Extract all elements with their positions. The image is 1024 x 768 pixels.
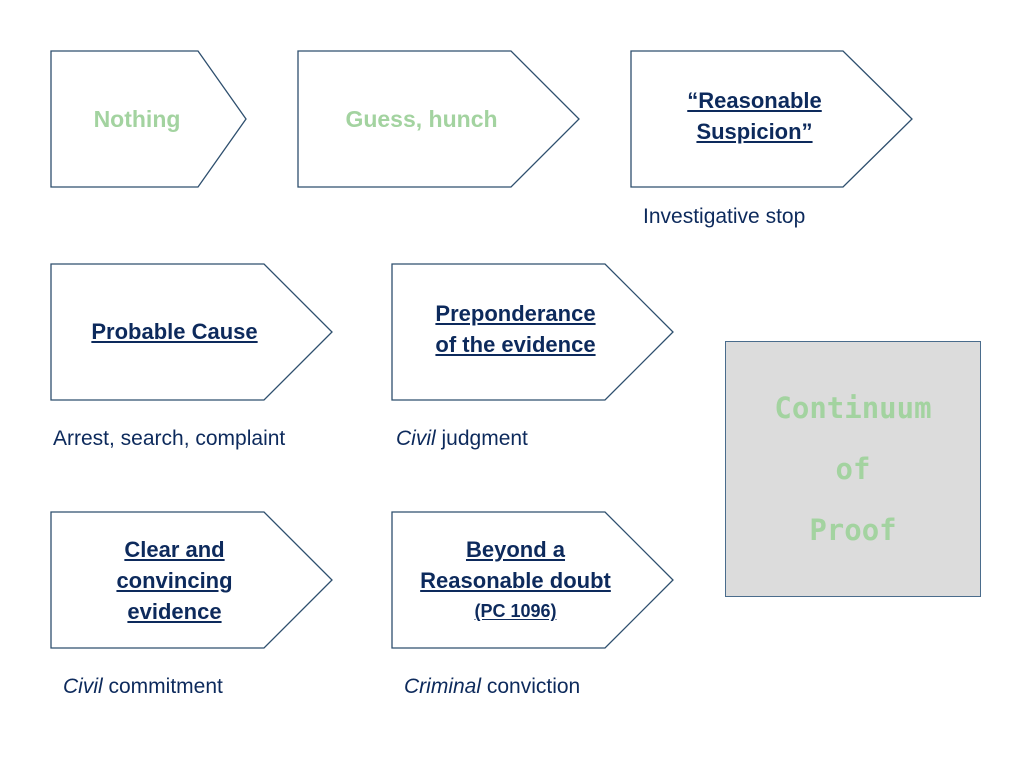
stage-reasonable-suspicion-line-2: Suspicion” — [696, 119, 813, 144]
stage-reasonable-suspicion-line-1: “Reasonable — [687, 88, 822, 113]
stage-clear-convincing-line-1: Clear and — [124, 536, 225, 562]
stage-beyond-doubt-line-2: Reasonable doubt — [420, 568, 611, 593]
chevron-nothing — [50, 50, 247, 188]
caption-preponderance: Civil judgment — [396, 427, 528, 451]
caption-beyond-doubt-italic: Criminal — [404, 675, 482, 698]
stage-label-beyond-doubt: Beyond a Reasonable doubt (PC 1096) — [392, 512, 639, 648]
stage-preponderance-line-1: Preponderance — [435, 301, 596, 326]
chevron-beyond-doubt — [391, 511, 674, 649]
stage-label-probable-cause: Probable Cause — [51, 264, 298, 400]
chevron-reasonable-suspicion — [630, 50, 913, 188]
stage-probable-cause-line-1: Probable Cause — [91, 318, 258, 344]
continuum-line-2: of — [835, 451, 871, 486]
stage-label-preponderance: Preponderance of the evidence — [392, 264, 639, 400]
stage-guess-line-1: Guess, hunch — [345, 105, 498, 132]
caption-clear-convincing: Civil commitment — [63, 675, 223, 699]
caption-beyond-doubt-rest: conviction — [481, 675, 581, 698]
continuum-line-3: Proof — [809, 512, 897, 547]
continuum-line-1: Continuum — [774, 390, 932, 425]
stage-preponderance-line-2: of the evidence — [435, 332, 596, 357]
chevron-probable-cause — [50, 263, 333, 401]
stage-clear-convincing-line-3: evidence — [127, 598, 222, 624]
stage-label-guess: Guess, hunch — [298, 51, 545, 187]
caption-probable-cause: Arrest, search, complaint — [53, 427, 286, 450]
stage-label-reasonable-suspicion: “Reasonable Suspicion” — [631, 51, 878, 187]
chevron-clear-convincing — [50, 511, 333, 649]
continuum-of-proof-box: Continuum of Proof — [725, 341, 981, 597]
caption-clear-convincing-italic: Civil — [63, 675, 103, 698]
caption-reasonable-suspicion: Investigative stop — [643, 205, 806, 228]
stage-beyond-doubt-line-1: Beyond a — [465, 537, 566, 562]
stage-label-nothing: Nothing — [51, 51, 223, 187]
stage-beyond-doubt-subline: (PC 1096) — [474, 601, 557, 621]
caption-preponderance-rest: judgment — [435, 427, 528, 450]
chevron-guess — [297, 50, 580, 188]
caption-beyond-doubt: Criminal conviction — [404, 675, 580, 699]
stage-label-clear-convincing: Clear and convincing evidence — [51, 512, 298, 648]
stage-clear-convincing-line-2: convincing — [116, 567, 233, 593]
caption-clear-convincing-rest: commitment — [102, 675, 223, 698]
caption-preponderance-italic: Civil — [396, 427, 436, 450]
stage-nothing-line-1: Nothing — [93, 105, 181, 132]
chevron-preponderance — [391, 263, 674, 401]
